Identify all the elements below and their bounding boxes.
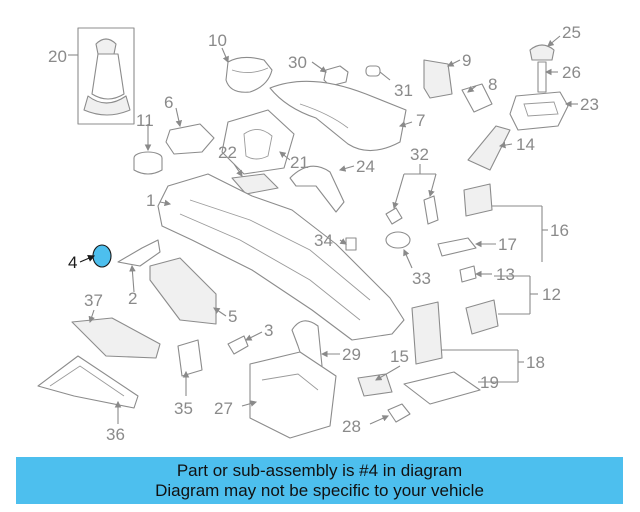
part-20-shift-boot xyxy=(68,27,135,125)
part-37-trim-panel xyxy=(71,317,161,359)
callout-1: 1 xyxy=(146,191,155,210)
part-18-holder xyxy=(411,301,443,365)
part-19-tray xyxy=(403,371,481,405)
part-23-shifter-base xyxy=(509,91,569,131)
part-13-switch xyxy=(459,265,477,283)
callout-11: 11 xyxy=(136,111,154,130)
part-34-screw xyxy=(345,237,357,251)
part-35-socket xyxy=(177,339,203,377)
info-banner: Part or sub-assembly is #4 in diagram Di… xyxy=(16,457,623,504)
part-1-center-console xyxy=(157,173,405,341)
callout-29: 29 xyxy=(342,345,361,364)
callout-25: 25 xyxy=(562,23,581,42)
callout-28: 28 xyxy=(342,417,361,436)
callout-21: 21 xyxy=(290,153,309,172)
part-4-highlighted xyxy=(92,244,112,268)
callout-8: 8 xyxy=(488,75,497,94)
callout-27: 27 xyxy=(214,399,233,418)
part-16-cover xyxy=(463,183,493,217)
callout-13: 13 xyxy=(496,265,515,284)
callout-12: 12 xyxy=(542,285,561,304)
part-25-knob xyxy=(529,44,555,61)
part-6-cover xyxy=(165,123,215,155)
callout-32: 32 xyxy=(410,145,429,164)
callout-7: 7 xyxy=(416,111,425,130)
callout-15: 15 xyxy=(390,347,409,366)
part-2-bracket xyxy=(117,239,161,267)
part-17-bracket xyxy=(437,237,477,257)
part-24-bracket xyxy=(289,165,345,213)
banner-line-1: Part or sub-assembly is #4 in diagram xyxy=(176,461,463,480)
leader-lines xyxy=(79,35,578,425)
callout-19: 19 xyxy=(480,373,499,392)
part-31-bulb xyxy=(365,65,391,81)
callout-37: 37 xyxy=(84,291,103,310)
callout-22: 22 xyxy=(218,143,237,162)
callout-18: 18 xyxy=(526,353,545,372)
part-22-plate xyxy=(231,173,279,195)
callout-2: 2 xyxy=(128,289,137,308)
callout-24: 24 xyxy=(356,157,375,176)
callout-14: 14 xyxy=(516,135,535,154)
part-27-housing xyxy=(249,351,337,439)
banner-line-2: Diagram may not be specific to your vehi… xyxy=(155,481,484,500)
callout-6: 6 xyxy=(164,93,173,112)
callout-36: 36 xyxy=(106,425,125,444)
part-14-trim-strip xyxy=(467,125,511,171)
callout-33: 33 xyxy=(412,269,431,288)
callout-5: 5 xyxy=(228,307,237,326)
part-28-clip xyxy=(387,403,411,423)
callout-3: 3 xyxy=(264,321,273,340)
parts-diagram: 20 10 30 31 9 8 25 26 23 6 11 7 14 22 21… xyxy=(37,23,599,444)
part-9-bracket xyxy=(423,59,453,99)
callout-35: 35 xyxy=(174,399,193,418)
part-3-clip xyxy=(227,335,249,355)
callout-labels: 20 10 30 31 9 8 25 26 23 6 11 7 14 22 21… xyxy=(48,23,599,444)
callout-9: 9 xyxy=(462,51,471,70)
part-5-side-panel xyxy=(149,257,217,325)
part-15-pad xyxy=(357,373,393,397)
callout-17: 17 xyxy=(498,235,517,254)
callout-20: 20 xyxy=(48,47,67,66)
part-36-rail xyxy=(37,355,139,409)
callout-26: 26 xyxy=(562,63,581,82)
part-30-clip xyxy=(323,65,349,87)
part-33-knob xyxy=(385,231,411,249)
part-12-housing xyxy=(465,299,499,335)
part-32-sensor xyxy=(385,195,439,225)
callout-31: 31 xyxy=(394,81,413,100)
callout-4: 4 xyxy=(68,253,77,272)
callout-10: 10 xyxy=(208,31,227,50)
callout-34: 34 xyxy=(314,231,333,250)
part-11-cup xyxy=(133,151,163,175)
part-26-lever xyxy=(537,61,547,93)
part-7-upper-trim xyxy=(269,80,407,152)
callout-16: 16 xyxy=(550,221,569,240)
callout-23: 23 xyxy=(580,95,599,114)
part-21-boot-frame xyxy=(221,109,295,175)
callout-30: 30 xyxy=(288,53,307,72)
part-10-trim-cap xyxy=(225,56,273,93)
